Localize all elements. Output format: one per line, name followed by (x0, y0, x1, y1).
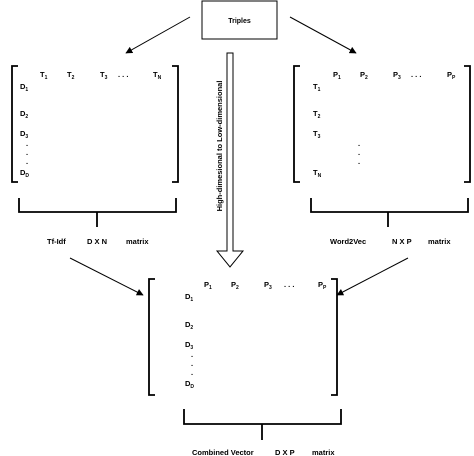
combined-matrix: P1 P2 P3 . . . PP D1 D2 D3 . . . DD Comb… (148, 278, 342, 456)
arrow-triples-to-left-matrix (125, 16, 191, 54)
center-hollow-arrow (215, 52, 245, 268)
left-matrix-col-2: T2 (67, 70, 75, 81)
right-matrix-col-ellipsis: . . . (411, 70, 421, 79)
arrow-right-to-combined (336, 257, 409, 296)
triples-label: Triples (228, 18, 251, 25)
combined-matrix-caption-name: Combined Vector (192, 448, 254, 456)
right-matrix-col-3: P3 (393, 70, 401, 81)
right-matrix-row-3: T3 (313, 129, 321, 140)
combined-matrix-row-3: D3 (185, 340, 193, 351)
right-matrix-row-1: T1 (313, 82, 321, 93)
arrow-triples-to-right-matrix (289, 16, 357, 54)
right-matrix-underbrace (310, 198, 469, 227)
left-matrix-row-1: D1 (20, 82, 28, 93)
left-matrix-row-2: D2 (20, 109, 28, 120)
arrow-left-to-combined (69, 257, 144, 296)
left-matrix-caption-dims: D X N (87, 237, 107, 246)
left-matrix-left-bracket (11, 65, 18, 183)
right-matrix-caption-name: Word2Vec (330, 237, 366, 246)
right-matrix-left-bracket (293, 65, 300, 183)
left-matrix-row-dot: . (26, 157, 28, 166)
right-matrix-row-dot: . (358, 148, 360, 157)
left-matrix-underbrace (18, 198, 177, 227)
combined-matrix-row-dot: . (191, 359, 193, 368)
left-matrix: T1 T2 T3 . . . TN D1 D2 D3 . . . DD Tf-I… (11, 65, 179, 246)
left-matrix-col-ellipsis: . . . (118, 70, 128, 79)
right-matrix-row-dot: . (358, 157, 360, 166)
combined-matrix-col-ellipsis: . . . (284, 280, 294, 289)
combined-matrix-col-2: P2 (231, 280, 239, 291)
right-matrix-row-n: TN (313, 168, 322, 179)
combined-matrix-row-2: D2 (185, 320, 193, 331)
right-matrix-right-bracket (464, 65, 471, 183)
right-matrix-row-2: T2 (313, 109, 321, 120)
combined-matrix-row-dot: . (191, 368, 193, 377)
right-matrix-caption-dims: N X P (392, 237, 412, 246)
combined-matrix-underbrace (183, 409, 342, 440)
center-arrow-label: High-dimesional to Low-dimensional (215, 81, 224, 212)
left-matrix-caption-suffix: matrix (126, 237, 149, 246)
combined-matrix-right-bracket (331, 278, 338, 396)
right-matrix-row-dot: . (358, 139, 360, 148)
right-matrix-caption-suffix: matrix (428, 237, 451, 246)
left-matrix-col-3: T3 (100, 70, 108, 81)
combined-matrix-caption-suffix: matrix (312, 448, 335, 456)
right-matrix-col-2: P2 (360, 70, 368, 81)
left-matrix-col-n: TN (153, 70, 162, 81)
combined-matrix-col-1: P1 (204, 280, 212, 291)
left-matrix-caption-name: Tf-Idf (47, 237, 66, 246)
right-matrix-col-1: P1 (333, 70, 341, 81)
left-matrix-row-d: DD (20, 168, 29, 179)
combined-matrix-caption-dims: D X P (275, 448, 295, 456)
left-matrix-row-3: D3 (20, 129, 28, 140)
triples-box (201, 0, 278, 40)
right-matrix: P1 P2 P3 . . . PP T1 T2 T3 . . . TN Word… (293, 65, 471, 246)
left-matrix-row-dot: . (26, 139, 28, 148)
combined-matrix-row-1: D1 (185, 292, 193, 303)
combined-matrix-left-bracket (148, 278, 155, 396)
combined-matrix-row-d: DD (185, 379, 194, 390)
combined-matrix-col-p: PP (318, 280, 327, 291)
combined-matrix-row-dot: . (191, 350, 193, 359)
left-matrix-col-1: T1 (40, 70, 48, 81)
left-matrix-right-bracket (172, 65, 179, 183)
right-matrix-col-p: PP (447, 70, 456, 81)
left-matrix-row-dot: . (26, 148, 28, 157)
combined-matrix-col-3: P3 (264, 280, 272, 291)
